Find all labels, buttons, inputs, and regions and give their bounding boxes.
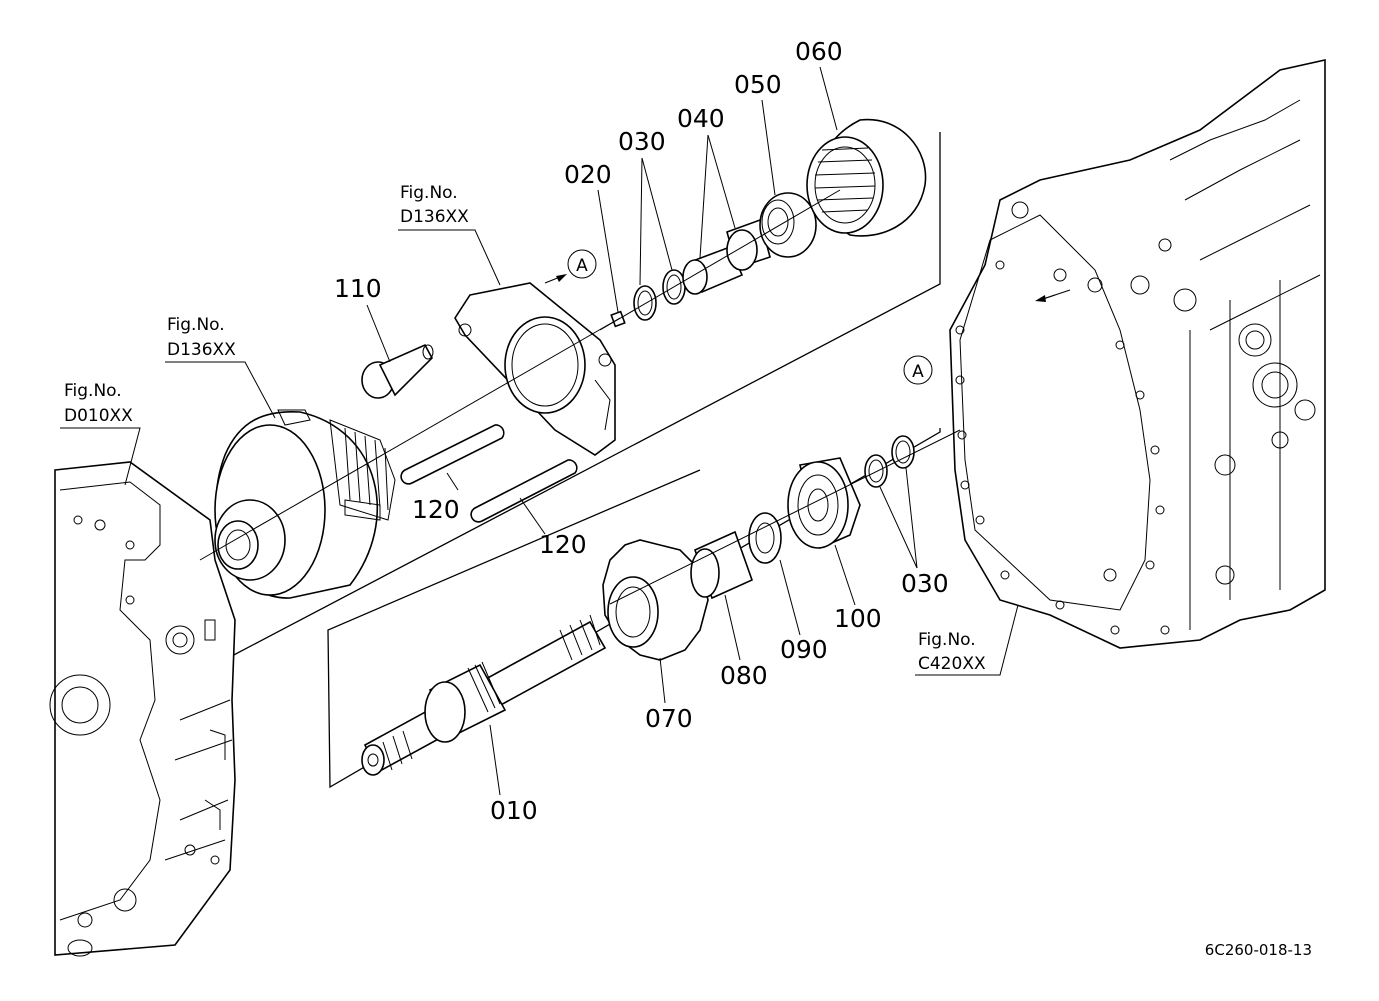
fig-ref-d136-top-code: D136XX [400,207,469,227]
clutch-assembly-drawing [214,409,396,599]
fig-ref-d136-left-code: D136XX [167,340,236,360]
gear-drawing [602,539,709,661]
leader-lines [60,66,1071,796]
bolt-drawing [361,343,434,399]
part-label-030-lower: 030 [901,569,949,598]
fig-ref-d136-left-prefix: Fig.No. [167,315,225,335]
view-marker-a-right-label: A [912,362,924,382]
view-marker-a-upper: A [567,249,597,279]
fig-ref-d136-top-prefix: Fig.No. [400,183,458,203]
part-label-090: 090 [780,635,828,664]
part-label-060: 060 [795,37,843,66]
part-label-010: 010 [490,796,538,825]
left-housing-drawing [49,461,236,957]
cover-plate-drawing [454,282,616,456]
part-label-080: 080 [720,661,768,690]
part-label-030-upper: 030 [618,127,666,156]
part-label-110: 110 [334,274,382,303]
view-marker-a-right: A [903,355,933,385]
part-label-040: 040 [677,104,725,133]
upper-small-parts-drawing [610,192,817,328]
splined-hub-drawing [806,118,927,237]
part-label-100: 100 [834,604,882,633]
lower-small-parts-drawing [690,435,915,600]
upper-subassembly-frame [227,132,941,659]
right-housing-drawing [949,59,1326,649]
part-label-020: 020 [564,160,612,189]
part-label-070: 070 [645,704,693,733]
part-label-050: 050 [734,70,782,99]
part-label-120-upper: 120 [412,495,460,524]
part-label-120-lower: 120 [539,530,587,559]
fig-ref-d010-prefix: Fig.No. [64,381,122,401]
assembly-axes [199,189,1056,605]
dowel-rods-drawing [400,424,578,523]
lower-subassembly-frame [327,428,941,789]
fig-ref-c420-prefix: Fig.No. [918,630,976,650]
fig-ref-c420-code: C420XX [918,654,986,674]
fig-ref-d010-code: D010XX [64,406,133,426]
view-marker-a-upper-label: A [576,256,588,276]
shaft-drawing [361,614,607,776]
document-id: 6C260-018-13 [1205,941,1312,959]
